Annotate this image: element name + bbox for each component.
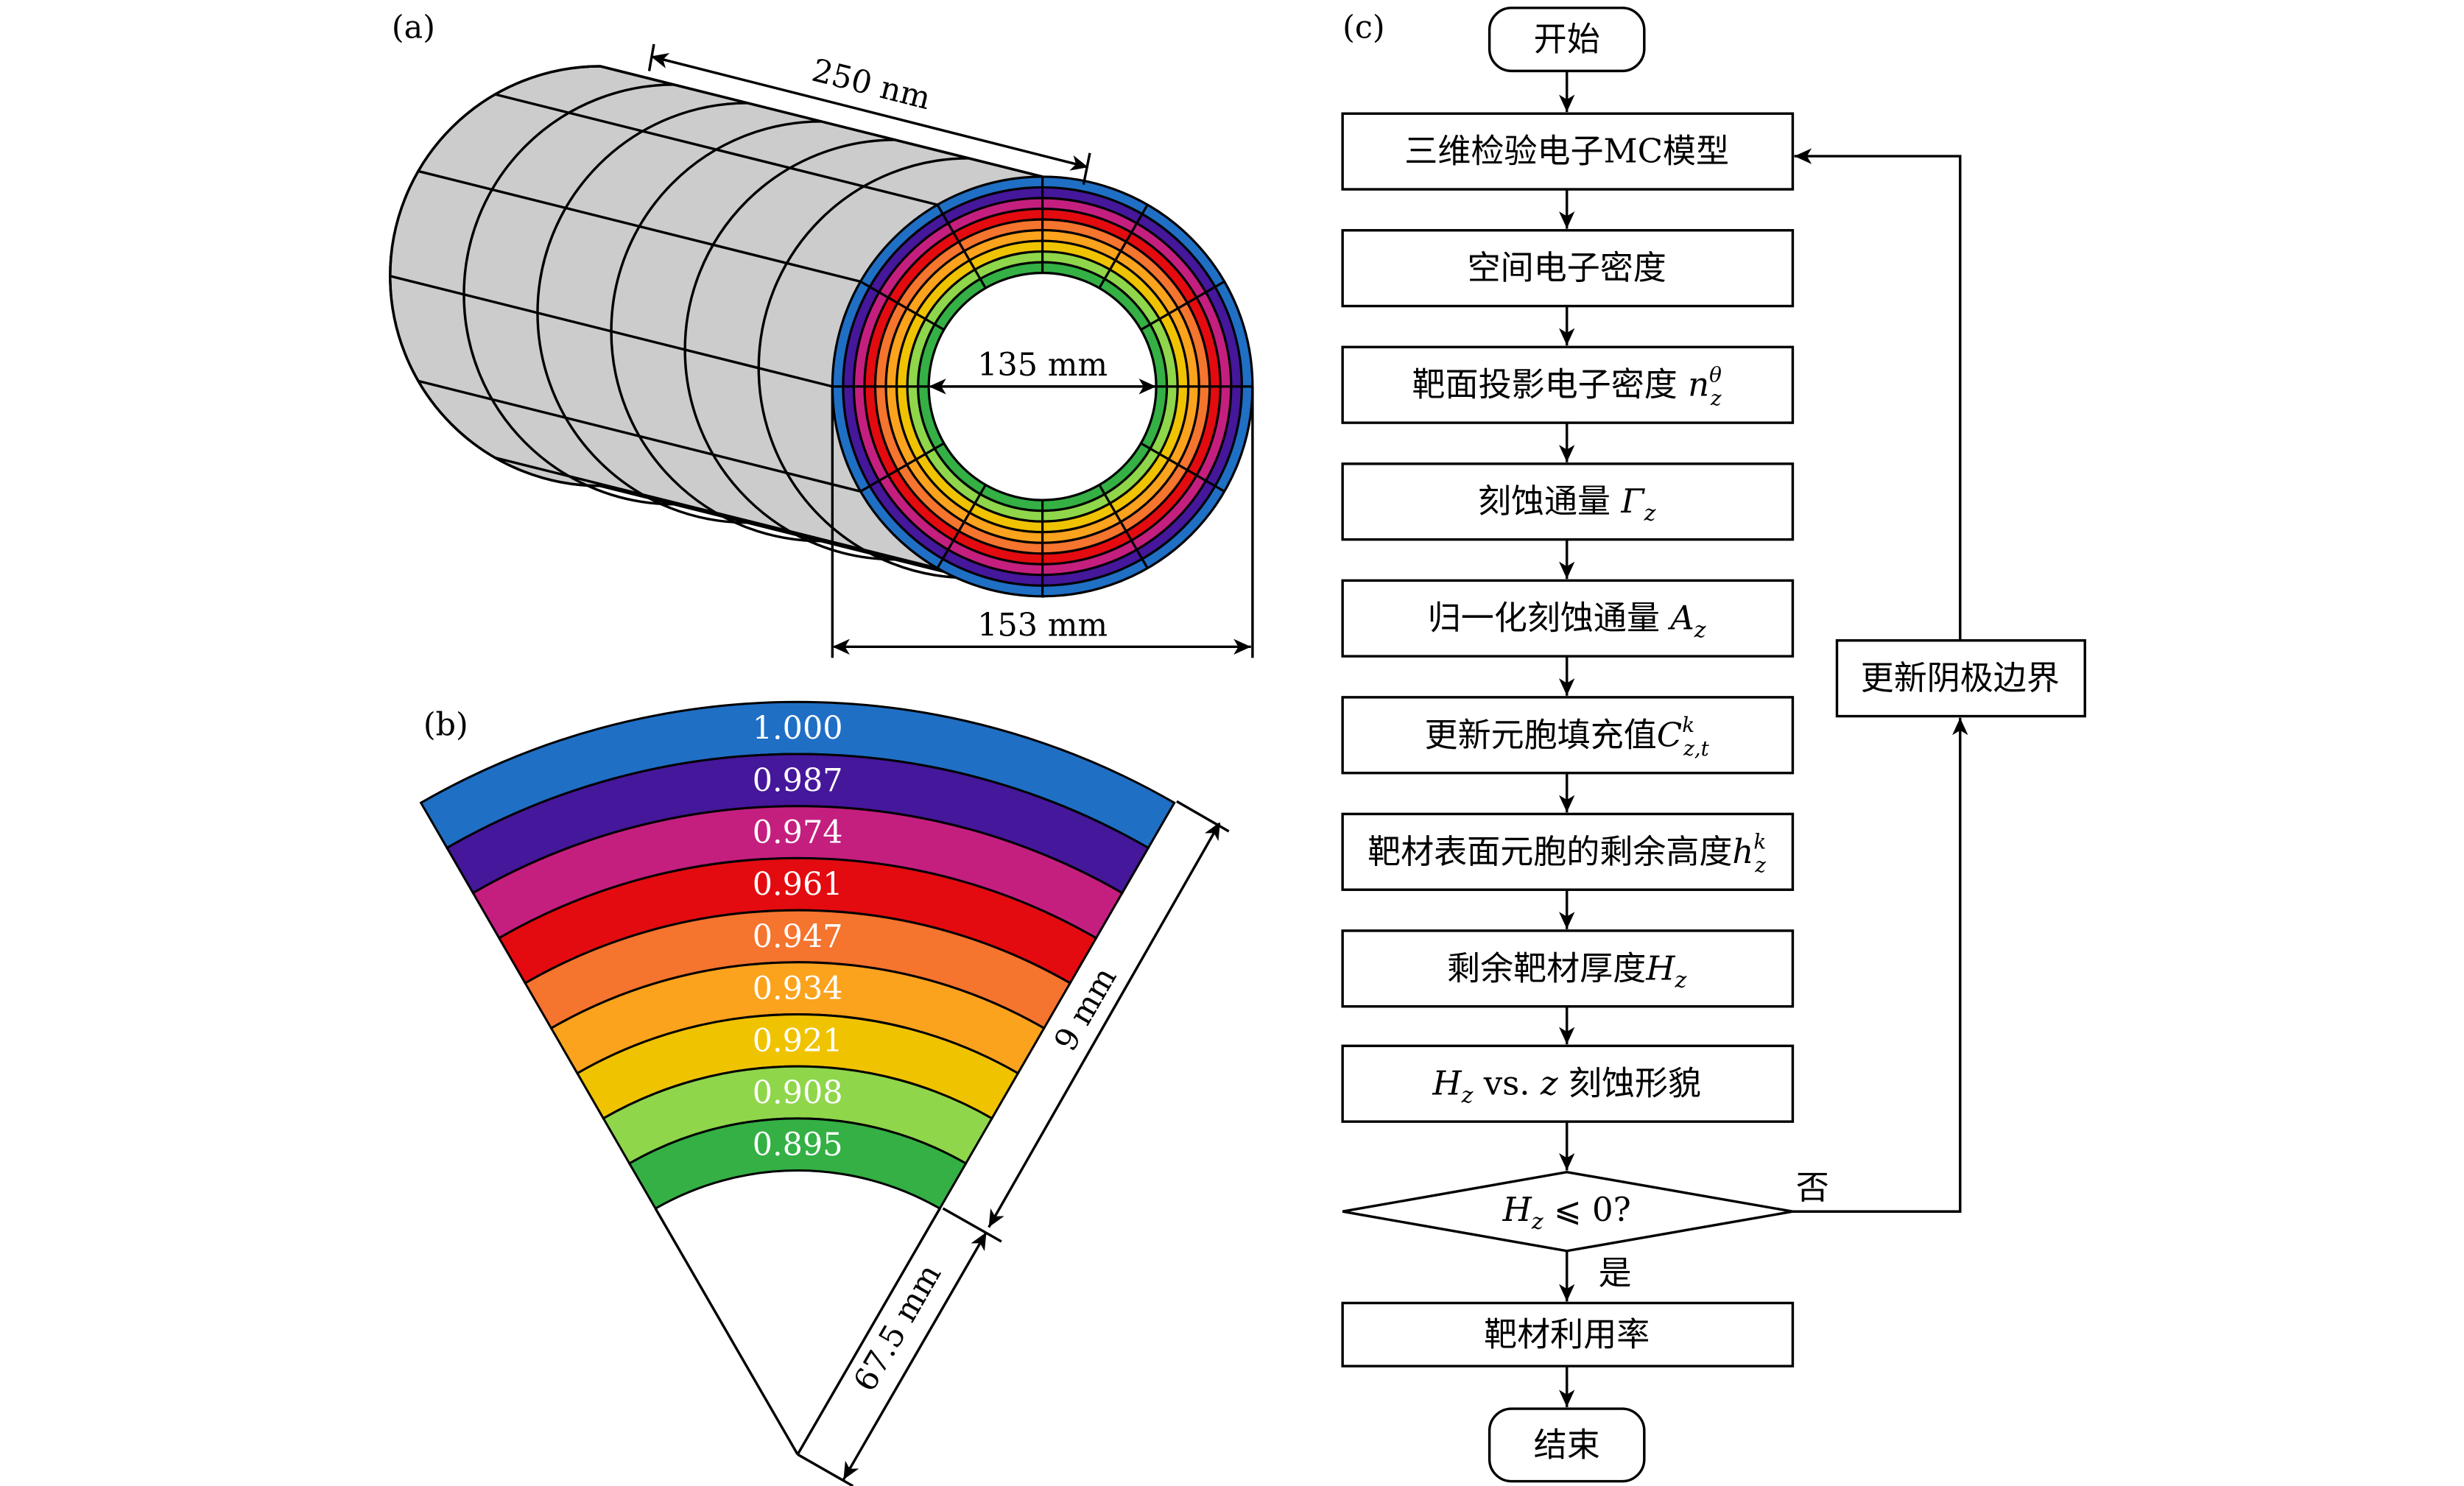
panel-label-a: (a) <box>392 9 435 46</box>
process-label: Hz vs. z 刻蚀形貌 <box>1432 1064 1701 1109</box>
process-label-sub: z <box>1675 968 1687 993</box>
decision-sub: z <box>1531 1209 1543 1235</box>
process-label-text: 更新元胞填充值 <box>1425 715 1657 754</box>
process-label-mid-var: z <box>1540 1064 1558 1103</box>
sector-band <box>627 1117 968 1211</box>
cylinder-longitudinal-line <box>390 275 833 388</box>
process-label-var: h <box>1732 832 1753 871</box>
process-label-var: H <box>1645 948 1675 987</box>
process-label-text: 剩余靶材厚度 <box>1447 948 1646 987</box>
sector-band-value: 1.000 <box>753 711 843 747</box>
process-label-var: C <box>1657 715 1682 754</box>
end-label: 结束 <box>1534 1425 1600 1464</box>
thickness-arrow <box>988 822 1221 1228</box>
process-label: 三维检验电子MC模型 <box>1404 132 1729 171</box>
front-face-spoke <box>1140 281 1225 331</box>
cylinder-longitudinal-line <box>495 456 938 570</box>
length-label: 250 nm <box>809 52 934 118</box>
front-face-spoke <box>936 484 987 569</box>
panel-label-c: (c) <box>1342 9 1384 46</box>
panel-label-b: (b) <box>423 706 468 743</box>
update-cathode-node <box>1835 639 2086 718</box>
process-label-sup: k <box>1753 830 1766 854</box>
extension-line <box>1082 152 1091 185</box>
process-label-text: 空间电子密度 <box>1468 248 1666 287</box>
sector-diagram: 1.000 0.987 0.974 0.961 0.947 0.934 0.921 0.908… <box>419 700 1176 1456</box>
dimension-arrow <box>650 53 1089 171</box>
inner-diameter-dimension: 135 mm <box>929 347 1157 395</box>
process-label-text: 靶材表面元胞的剩余高度 <box>1367 832 1732 871</box>
inner-diameter-label: 135 mm <box>977 347 1108 384</box>
process-label-text: 三维检验电子MC模型 <box>1404 132 1729 171</box>
process-label-sub: z <box>1754 853 1766 878</box>
process-node <box>1341 696 1795 775</box>
loop-back-arrow <box>1794 148 1962 641</box>
cylinder-longitudinal-line <box>418 379 861 493</box>
process-label-text: 靶面投影电子密度 <box>1412 365 1689 404</box>
process-label: 刻蚀通量 Γz <box>1478 482 1656 527</box>
process-label-sup: θ <box>1709 362 1722 387</box>
process-label: 剩余靶材厚度Hz <box>1447 948 1686 993</box>
sector-band-value: 0.921 <box>753 1023 843 1060</box>
front-face-spoke <box>1098 484 1149 569</box>
front-face-spoke <box>859 281 945 331</box>
extension-line <box>1176 800 1230 833</box>
process-label: 空间电子密度 <box>1468 248 1666 287</box>
start-label: 开始 <box>1534 20 1600 59</box>
sector-band-value: 0.908 <box>753 1075 843 1112</box>
sector-edge <box>654 1208 799 1456</box>
process-node <box>1341 462 1795 541</box>
final-step-label: 靶材利用率 <box>1484 1314 1650 1353</box>
process-label-text: 归一化刻蚀通量 <box>1428 599 1671 638</box>
sector-band-value: 0.934 <box>753 971 843 1007</box>
front-face-spoke <box>1140 442 1225 493</box>
no-arrow <box>1792 717 1968 1213</box>
cylinder-target-diagram <box>389 65 1254 598</box>
process-label-var: Γ <box>1620 482 1645 521</box>
sector-band-value: 0.947 <box>753 918 843 955</box>
final-step-node <box>1341 1301 1795 1367</box>
inner-radius-arrow <box>842 1232 987 1481</box>
process-label-mid: vs. <box>1473 1064 1540 1103</box>
outer-diameter-label: 153 mm <box>977 607 1108 644</box>
sector-band-value: 0.974 <box>753 814 843 851</box>
process-label-pre-var: H <box>1432 1064 1462 1103</box>
sector-band-value: 0.895 <box>753 1127 843 1163</box>
update-cathode-label: 更新阴极边界 <box>1861 658 2060 697</box>
decision-text: ⩽ 0? <box>1543 1190 1631 1229</box>
process-node <box>1341 579 1795 658</box>
yes-label: 是 <box>1599 1253 1632 1292</box>
extension-line <box>942 1207 1002 1243</box>
cylinder-longitudinal-line <box>418 169 861 284</box>
extension-line <box>797 1453 854 1486</box>
process-label-pre-sub: z <box>1461 1082 1474 1108</box>
decision-label: Hz ⩽ 0? <box>1502 1190 1631 1235</box>
process-node <box>1341 229 1795 308</box>
decision-var: H <box>1502 1190 1532 1229</box>
sector-band-value: 0.987 <box>753 762 843 799</box>
front-face-spoke <box>936 204 987 289</box>
process-label-text: 刻蚀通量 <box>1478 482 1621 521</box>
process-label-var: n <box>1688 365 1709 404</box>
outer-diameter-dimension: 153 mm <box>831 386 1254 658</box>
no-label: 否 <box>1796 1168 1829 1207</box>
end-node <box>1488 1407 1646 1483</box>
process-label-text: 刻蚀形貌 <box>1558 1064 1701 1103</box>
sector-edge <box>796 1208 941 1456</box>
process-label-sub: z <box>1644 501 1656 527</box>
process-label: 归一化刻蚀通量 Az <box>1428 599 1706 644</box>
process-label-sub: z,t <box>1683 736 1710 761</box>
front-face-spoke <box>1098 204 1149 289</box>
sector-band-value: 0.961 <box>753 867 843 904</box>
process-label-sub: z <box>1710 387 1722 411</box>
process-label-var: A <box>1667 599 1694 638</box>
process-label-sup: k <box>1682 713 1694 737</box>
process-label-sub: z <box>1694 617 1706 643</box>
front-face-spoke <box>859 442 945 493</box>
